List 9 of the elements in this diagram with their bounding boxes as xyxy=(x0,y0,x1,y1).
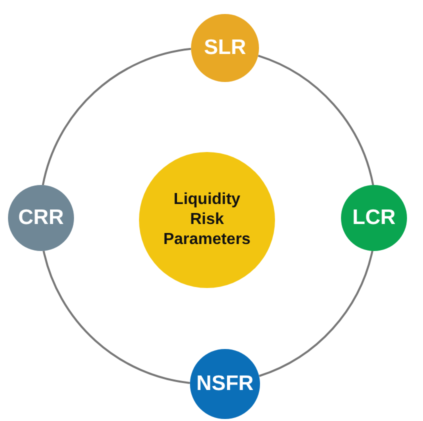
connector-arc xyxy=(42,48,192,186)
node-label: CRR xyxy=(18,204,64,231)
node-label: NSFR xyxy=(196,370,254,397)
connector-arc xyxy=(258,54,374,186)
node-label: LCR xyxy=(352,204,396,231)
connector-arc xyxy=(42,250,190,384)
node-label: Liquidity Risk Parameters xyxy=(162,190,252,250)
node-label: SLR xyxy=(204,34,246,61)
connector-arc xyxy=(258,250,374,377)
